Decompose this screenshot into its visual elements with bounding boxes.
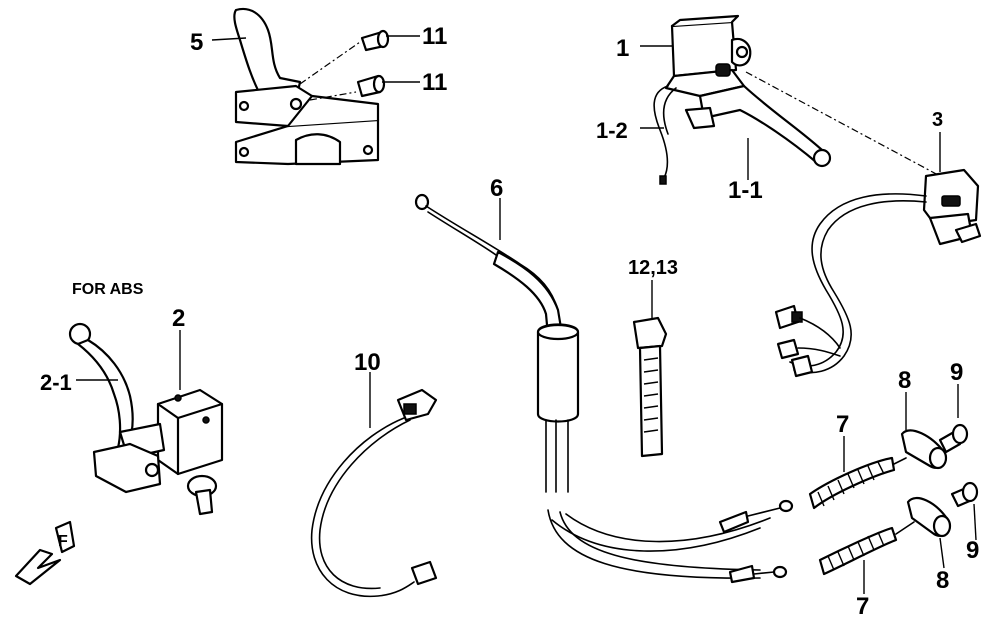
part-1-master-cylinder (664, 14, 832, 168)
label-10: 10 (354, 349, 381, 376)
part-12-13-cable-tie (632, 316, 668, 458)
part-8-cable-end-upper (893, 429, 948, 470)
label-6: 6 (490, 175, 503, 202)
part-3-switch (922, 168, 982, 246)
part-7-spring-lower (818, 526, 898, 576)
part-9-bolt-upper (938, 423, 969, 454)
front-direction-mark (14, 520, 76, 586)
part-2-abs-master-cylinder (68, 322, 224, 516)
label-11-lower: 11 (422, 69, 447, 96)
part-11-bolt-upper (360, 29, 390, 52)
part-10-wire-harness (310, 388, 438, 598)
label-8-lower: 8 (936, 567, 949, 594)
label-9-lower: 9 (966, 537, 979, 564)
label-9-upper: 9 (950, 359, 963, 386)
label-7-lower: 7 (856, 593, 869, 620)
label-5: 5 (190, 29, 203, 56)
label-1-2: 1-2 (596, 118, 628, 143)
label-for-abs: FOR ABS (72, 281, 144, 298)
part-6-throttle-cable (414, 193, 794, 584)
part-9-bolt-lower (950, 481, 979, 508)
part-8-cable-end-lower (895, 496, 952, 538)
label-3: 3 (932, 109, 943, 131)
label-1-1: 1-1 (728, 177, 763, 204)
front-mark-letter: F (58, 533, 68, 550)
label-1: 1 (616, 35, 629, 62)
part-3-connectors (774, 304, 814, 378)
label-2-1: 2-1 (40, 370, 72, 395)
part-5-lever-holder (233, 7, 380, 166)
label-2: 2 (172, 305, 185, 332)
part-7-spring-upper (808, 456, 896, 510)
label-7-upper: 7 (836, 411, 849, 438)
part-11-bolt-lower (356, 74, 386, 98)
label-11-upper: 11 (422, 23, 447, 50)
label-8-upper: 8 (898, 367, 911, 394)
label-12-13: 12,13 (628, 257, 678, 279)
